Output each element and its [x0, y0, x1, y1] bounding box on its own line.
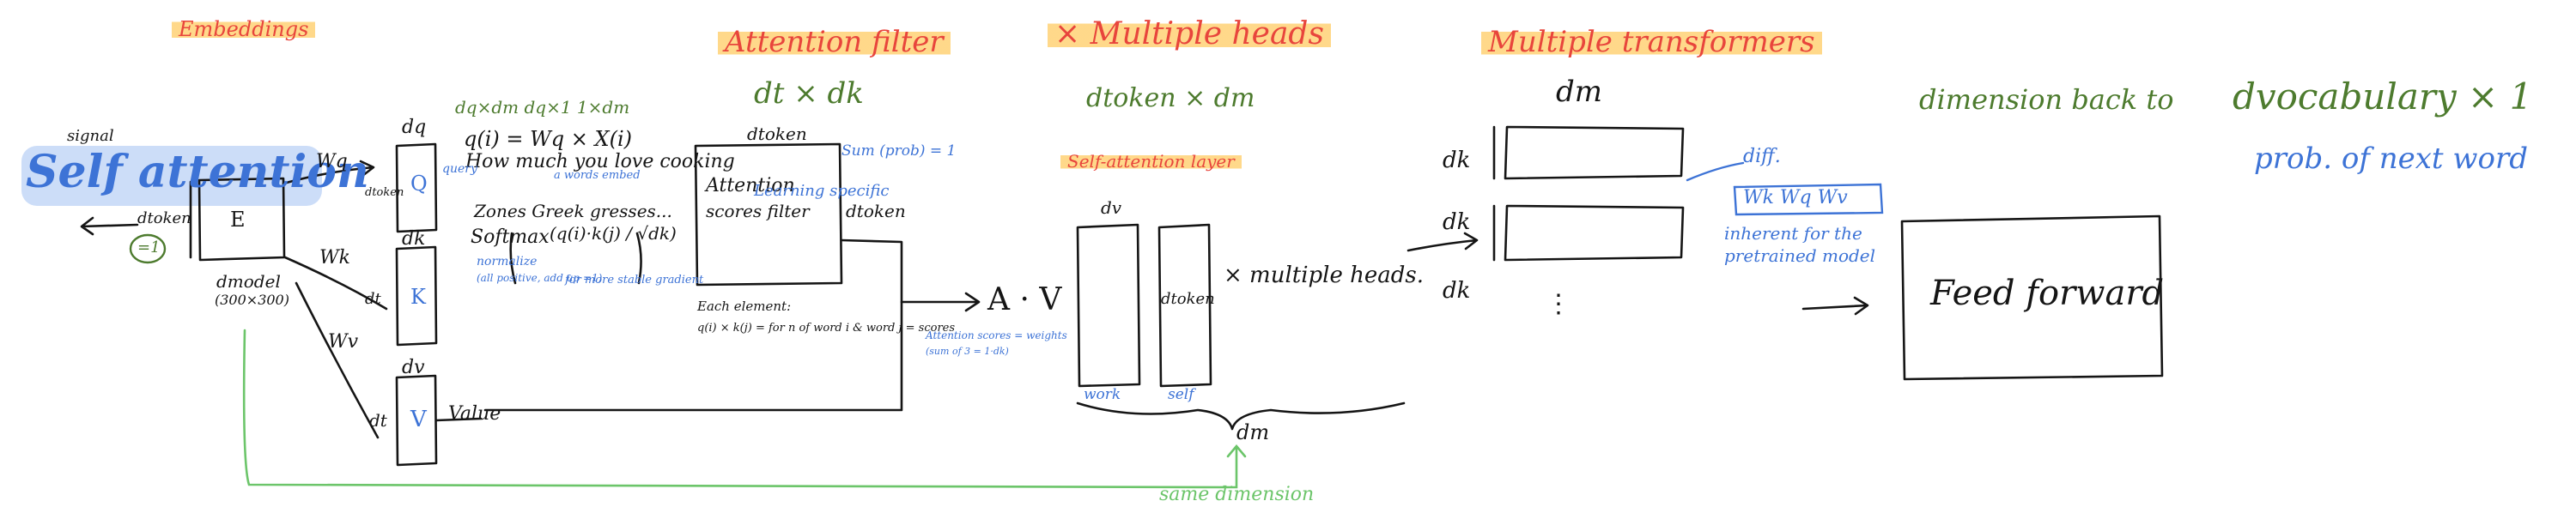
- inherent-label: inherent for the: [1724, 223, 1862, 244]
- transformers-dk-1: dk: [1443, 148, 1471, 173]
- transformers-ellipsis: ⋮: [1546, 289, 1571, 319]
- value-brace: [434, 417, 483, 422]
- dv-label: dv: [402, 357, 425, 378]
- multiple-heads-heading: × Multiple heads: [1048, 19, 1331, 50]
- equals-one-label: =1: [137, 238, 161, 256]
- to-transformers-arrow: [1406, 232, 1479, 252]
- dtoken-arrow: [80, 216, 139, 236]
- embedding-matrix-label: E: [230, 208, 246, 232]
- dims-row: dq×dm dq×1 1×dm: [455, 97, 630, 118]
- av-arrow: [900, 292, 981, 312]
- k-label: K: [410, 285, 426, 309]
- diff-arrow: [1686, 161, 1745, 182]
- qk-over-sqrt: (q(i)·k(j) / √dk): [550, 223, 677, 244]
- dtoken-dm-label: dtoken × dm: [1086, 83, 1255, 113]
- q-equation: q(i) = Wq × X(i): [464, 127, 633, 151]
- layer-dv-label: dv: [1101, 197, 1122, 218]
- times-heads-label: × multiple heads.: [1224, 263, 1425, 288]
- wv-label: Wv: [328, 331, 359, 353]
- k-box: [395, 245, 438, 347]
- v-dt-label: dt: [369, 410, 387, 431]
- each-element-label: Each element:: [697, 299, 792, 314]
- dvocab-label: dvocabulary × 1: [2233, 75, 2533, 118]
- dmodel-size-label: (300×300): [215, 292, 289, 308]
- learning-specific-note: Learning specific: [754, 182, 890, 200]
- work-label: work: [1084, 386, 1121, 403]
- multiple-transformers-heading: Multiple transformers: [1481, 27, 1822, 57]
- wk-label: Wk: [319, 247, 350, 269]
- softmax-label: Softmax: [471, 226, 550, 248]
- sum-note: (sum of 3 = 1·dk): [926, 346, 1009, 357]
- embeddings-heading: Embeddings: [172, 19, 316, 39]
- self-attention-layer-label: Self-attention layer: [1060, 153, 1242, 170]
- self-label: self: [1168, 386, 1194, 403]
- k-dt-label: dt: [365, 290, 381, 308]
- layer-rect-2: [1157, 223, 1212, 388]
- outer-bracket: [483, 238, 903, 412]
- wq-arrow: [282, 160, 375, 185]
- v-label: V: [410, 407, 427, 432]
- attention-box-line2: scores filter: [706, 201, 810, 221]
- attention-box: [694, 142, 843, 287]
- stable-gradient-note: for more stable gradient: [565, 274, 704, 287]
- attention-dtoken-top: dtoken: [747, 124, 807, 144]
- element-formula: q(i) × k(j) = for n of word i & word j =…: [697, 322, 956, 335]
- dtoken-label: dtoken: [137, 209, 191, 227]
- diff-label: diff.: [1743, 146, 1781, 167]
- attention-dtoken-side: dtoken: [846, 201, 906, 221]
- equals-one-circle: [129, 233, 167, 264]
- transformer-rect-1: [1504, 125, 1685, 180]
- wq-label: Wq: [316, 151, 348, 172]
- transformers-dk-2: dk: [1443, 209, 1471, 235]
- q-label: Q: [410, 172, 428, 196]
- v-box: [395, 374, 438, 467]
- attention-weights-note: Attention scores = weights: [926, 329, 1067, 341]
- weights-box: [1733, 183, 1884, 216]
- positive-note: (all positive, add up =1): [477, 272, 603, 284]
- attention-filter-heading: Attention filter: [718, 27, 951, 57]
- layer-dtoken-label: dtoken: [1161, 290, 1215, 308]
- sum-prob-label: Sum (prob) = 1: [841, 142, 957, 160]
- feed-forward-box: [1900, 214, 2164, 381]
- dm-bottom-brace: [1076, 401, 1406, 431]
- q-dtoken-label: dtoken: [365, 186, 404, 199]
- to-ff-arrow: [1801, 296, 1869, 316]
- layer-rect-1: [1076, 223, 1141, 388]
- self-attention-highlight: [21, 146, 322, 206]
- weights-box-label: Wk Wq Wv: [1743, 187, 1848, 208]
- prob-next-label: prob. of next word: [2254, 142, 2528, 176]
- wv-arrow: [295, 281, 380, 439]
- signal-label: signal: [67, 127, 114, 145]
- value-label: Value: [448, 403, 501, 425]
- same-dimension-arrow: [242, 329, 1247, 489]
- q-box: [395, 142, 438, 233]
- multihead-dm-bottom: dm: [1236, 420, 1270, 444]
- feed-forward-label: Feed forward: [1930, 274, 2165, 313]
- dq-label: dq: [402, 117, 427, 138]
- zones-line: Zones Greek gresses...: [474, 201, 672, 221]
- query-sentence: How much you love cooking: [465, 151, 735, 172]
- word-embed-note: a words embed: [554, 169, 641, 182]
- query-note: query: [442, 162, 477, 176]
- attention-box-line1: Attention: [706, 175, 795, 196]
- self-attention-label: Self attention: [26, 146, 369, 198]
- av-label: A · V: [987, 282, 1062, 317]
- k-dk-label: dk: [402, 228, 426, 250]
- transformers-dk-3: dk: [1443, 278, 1471, 304]
- same-dimension-label: same dimension: [1159, 484, 1315, 505]
- wk-arrow: [283, 256, 388, 311]
- normalize-note: normalize: [477, 255, 538, 269]
- pretrained-label: pretrained model: [1724, 245, 1876, 266]
- dmodel-label: dmodel: [216, 271, 281, 292]
- dt-dk-label: dt × dk: [754, 76, 864, 111]
- transformer-rect-2: [1504, 204, 1685, 262]
- softmax-brace: [509, 232, 642, 285]
- transformers-dm-label: dm: [1556, 75, 1603, 109]
- dimension-back-label: dimension back to: [1919, 83, 2174, 116]
